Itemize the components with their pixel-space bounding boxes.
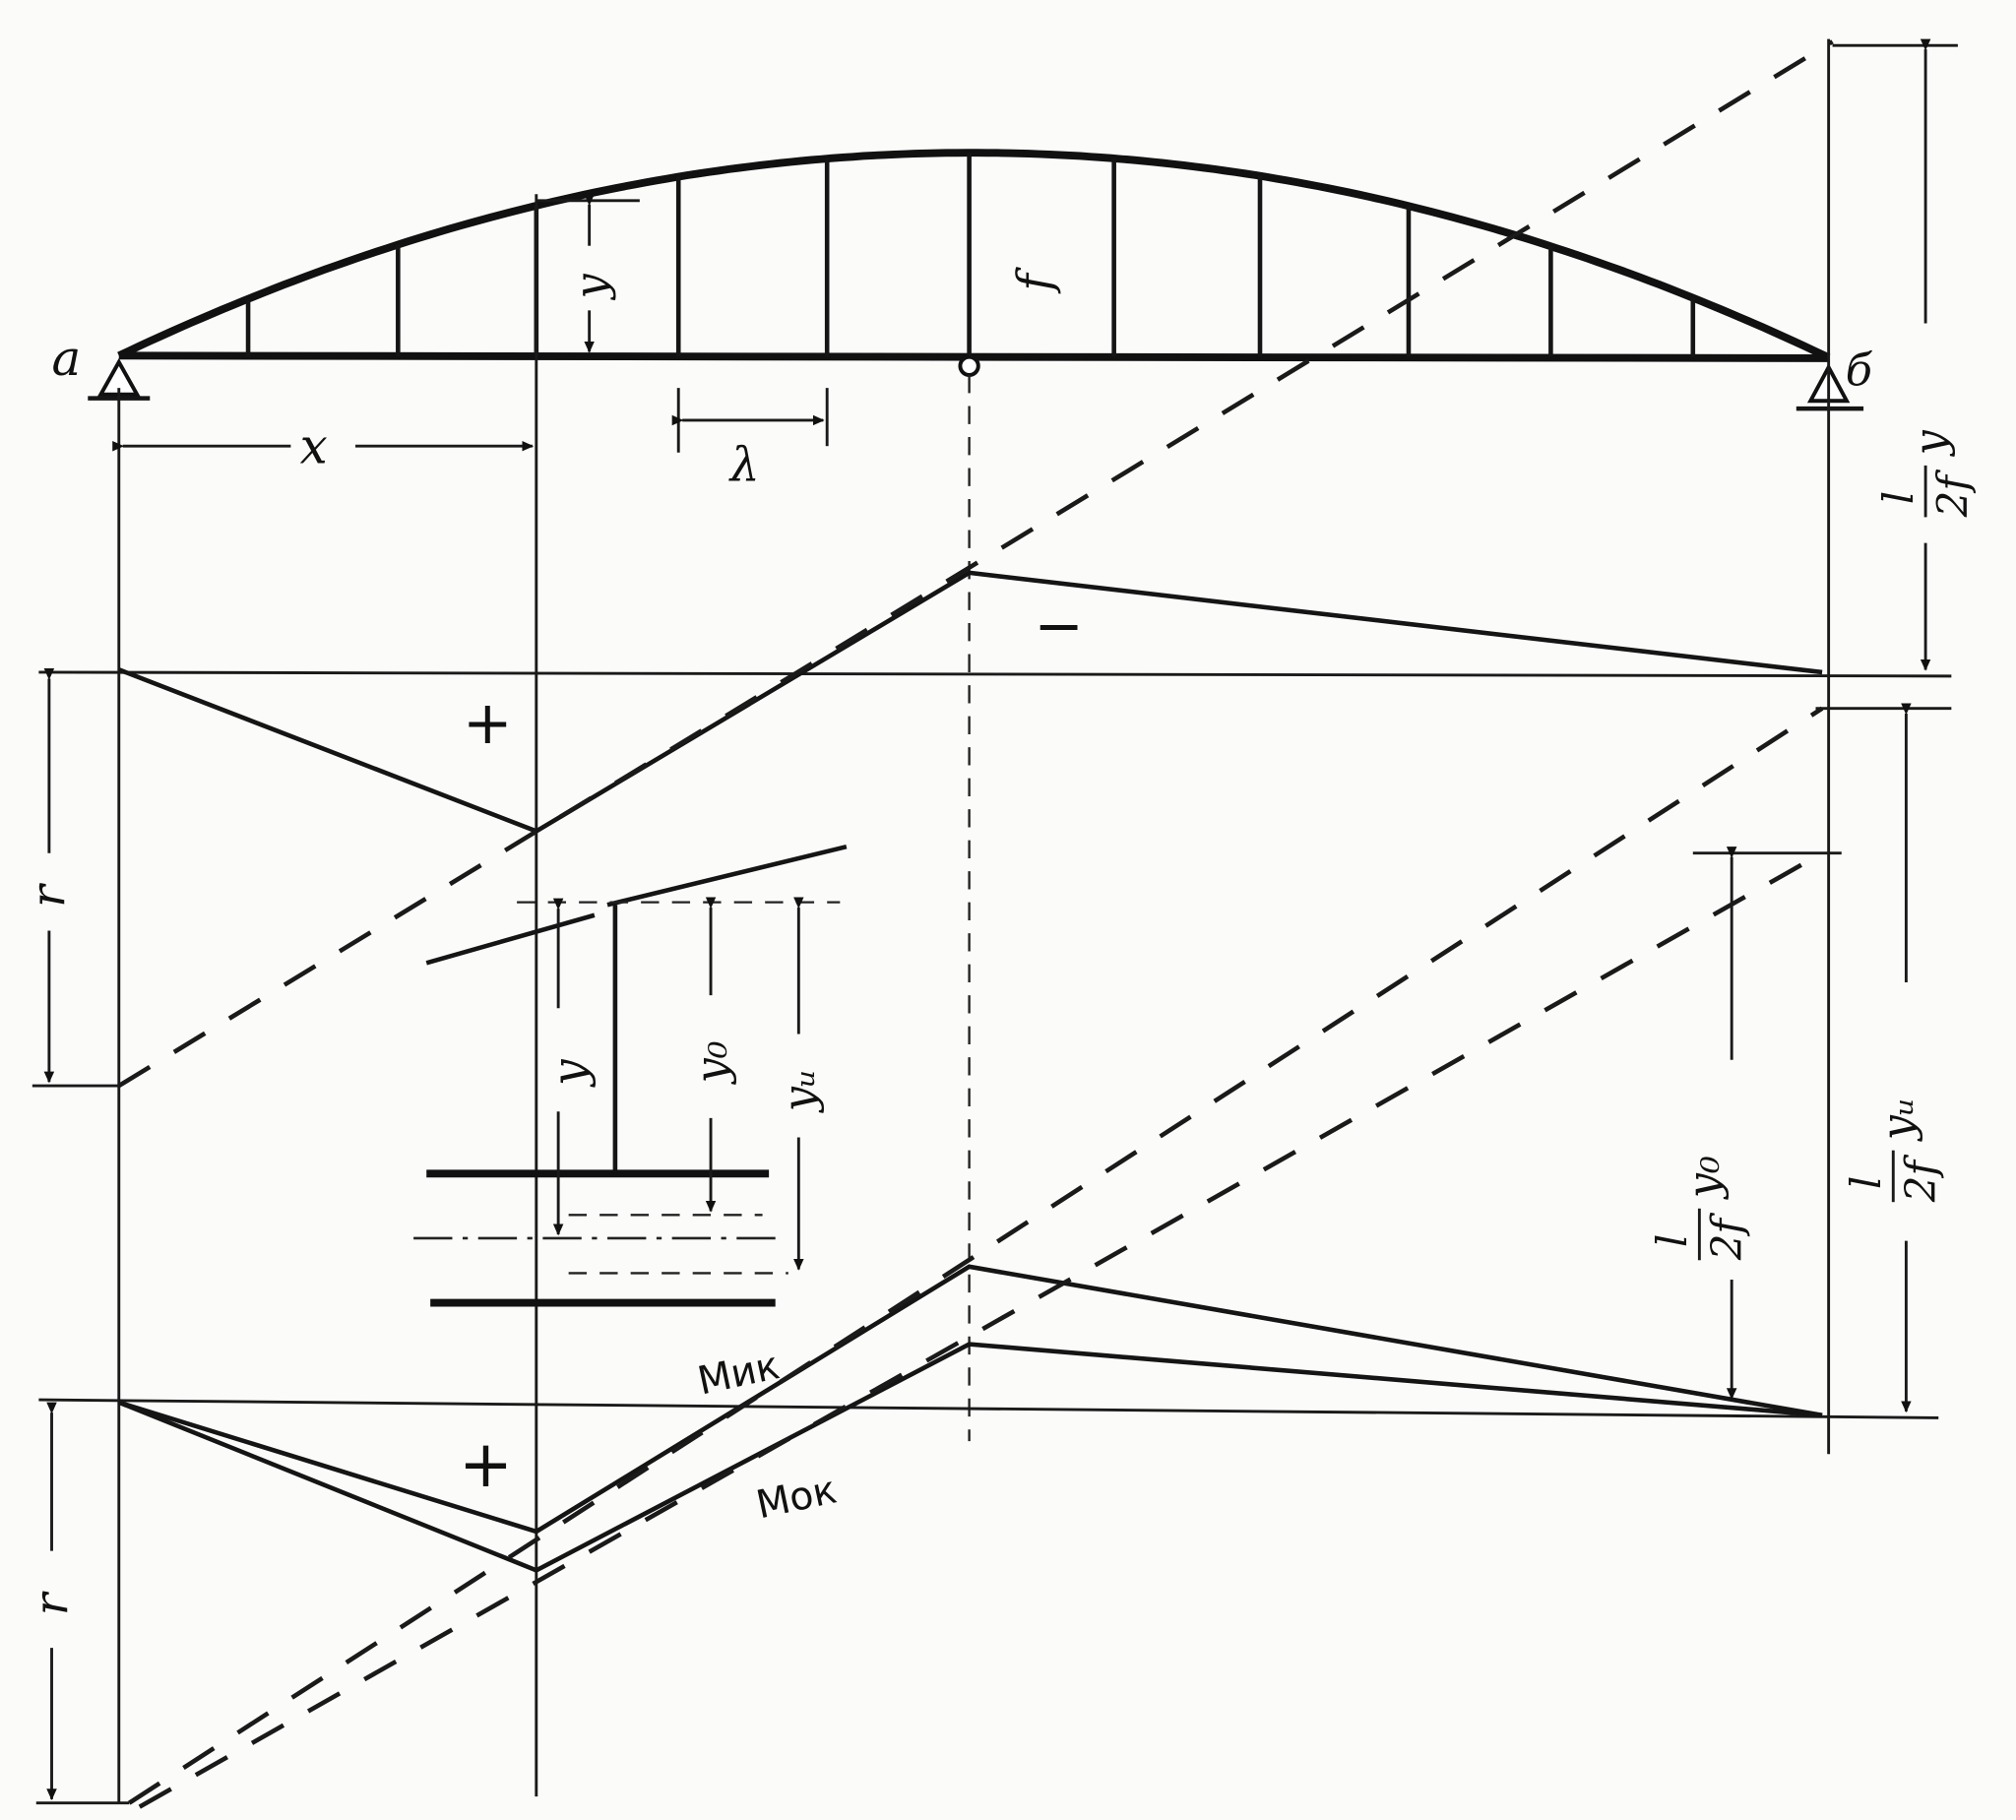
influence-line-mik [118,1264,1823,1535]
fraction-denominator: 2f [1928,470,1977,519]
label-section-y0: y₀ [686,1040,737,1085]
right-dimensions: l 2f y l 2f yᵤ l 2f y₀ [1648,38,1977,1413]
reference-verticals [117,38,1831,1803]
influence-line-top [117,570,1823,834]
fraction-variable: y₀ [1678,1156,1730,1200]
label-a: a [52,330,82,387]
fraction-numerator: l [1842,1176,1890,1189]
dashed-construction-line-top [117,39,1834,1089]
dashed-construction-line-y0 [138,850,1824,1809]
label-x: x [300,417,328,474]
flange-line-right [606,844,848,908]
label-y-arch: y [566,274,617,301]
label-r-bottom: r [25,1591,79,1615]
arch-dimensions: x λ y f [112,194,1062,493]
arch-curve [117,149,1831,361]
fraction-numerator: l [1648,1234,1696,1247]
thrust-influence-line: r + − [23,39,1952,1089]
label-m-ok: Mок [752,1467,841,1528]
hangers [245,153,1696,357]
label-lambda: λ [728,439,760,493]
label-m-ik: Mик [694,1343,784,1404]
label-l2f-y0: l 2f y₀ [1648,1156,1750,1261]
fraction-variable: yᵤ [1872,1098,1923,1142]
label-l2f-y: l 2f y [1874,429,1977,518]
cross-section-detail: y y₀ yᵤ [413,844,848,1307]
label-f: f [1008,267,1062,294]
label-section-y: y [543,1058,598,1088]
minus-sign-top: − [1034,593,1084,661]
label-r-top: r [23,883,77,908]
fraction-denominator: 2f [1896,1154,1944,1203]
plus-sign-bottom: + [459,1427,513,1502]
baseline-top [38,670,1952,678]
label-b: б [1846,345,1873,396]
arch-structure: a б [52,149,1873,411]
moment-influence-lines: Mик Mок + r [25,706,1939,1809]
crown-hinge [958,354,980,377]
baseline-bottom [38,1398,1939,1419]
label-l2f-yu: l 2f yᵤ [1842,1098,1944,1203]
dashed-construction-line-yu [128,706,1824,1805]
fraction-variable: y [1905,429,1956,457]
plus-sign-top: + [463,689,513,758]
fraction-denominator: 2f [1702,1213,1750,1262]
label-section-yu: yᵤ [774,1069,825,1113]
influence-line-mok [117,1342,1823,1573]
flange-line-left [425,912,596,966]
fraction-numerator: l [1874,491,1922,504]
